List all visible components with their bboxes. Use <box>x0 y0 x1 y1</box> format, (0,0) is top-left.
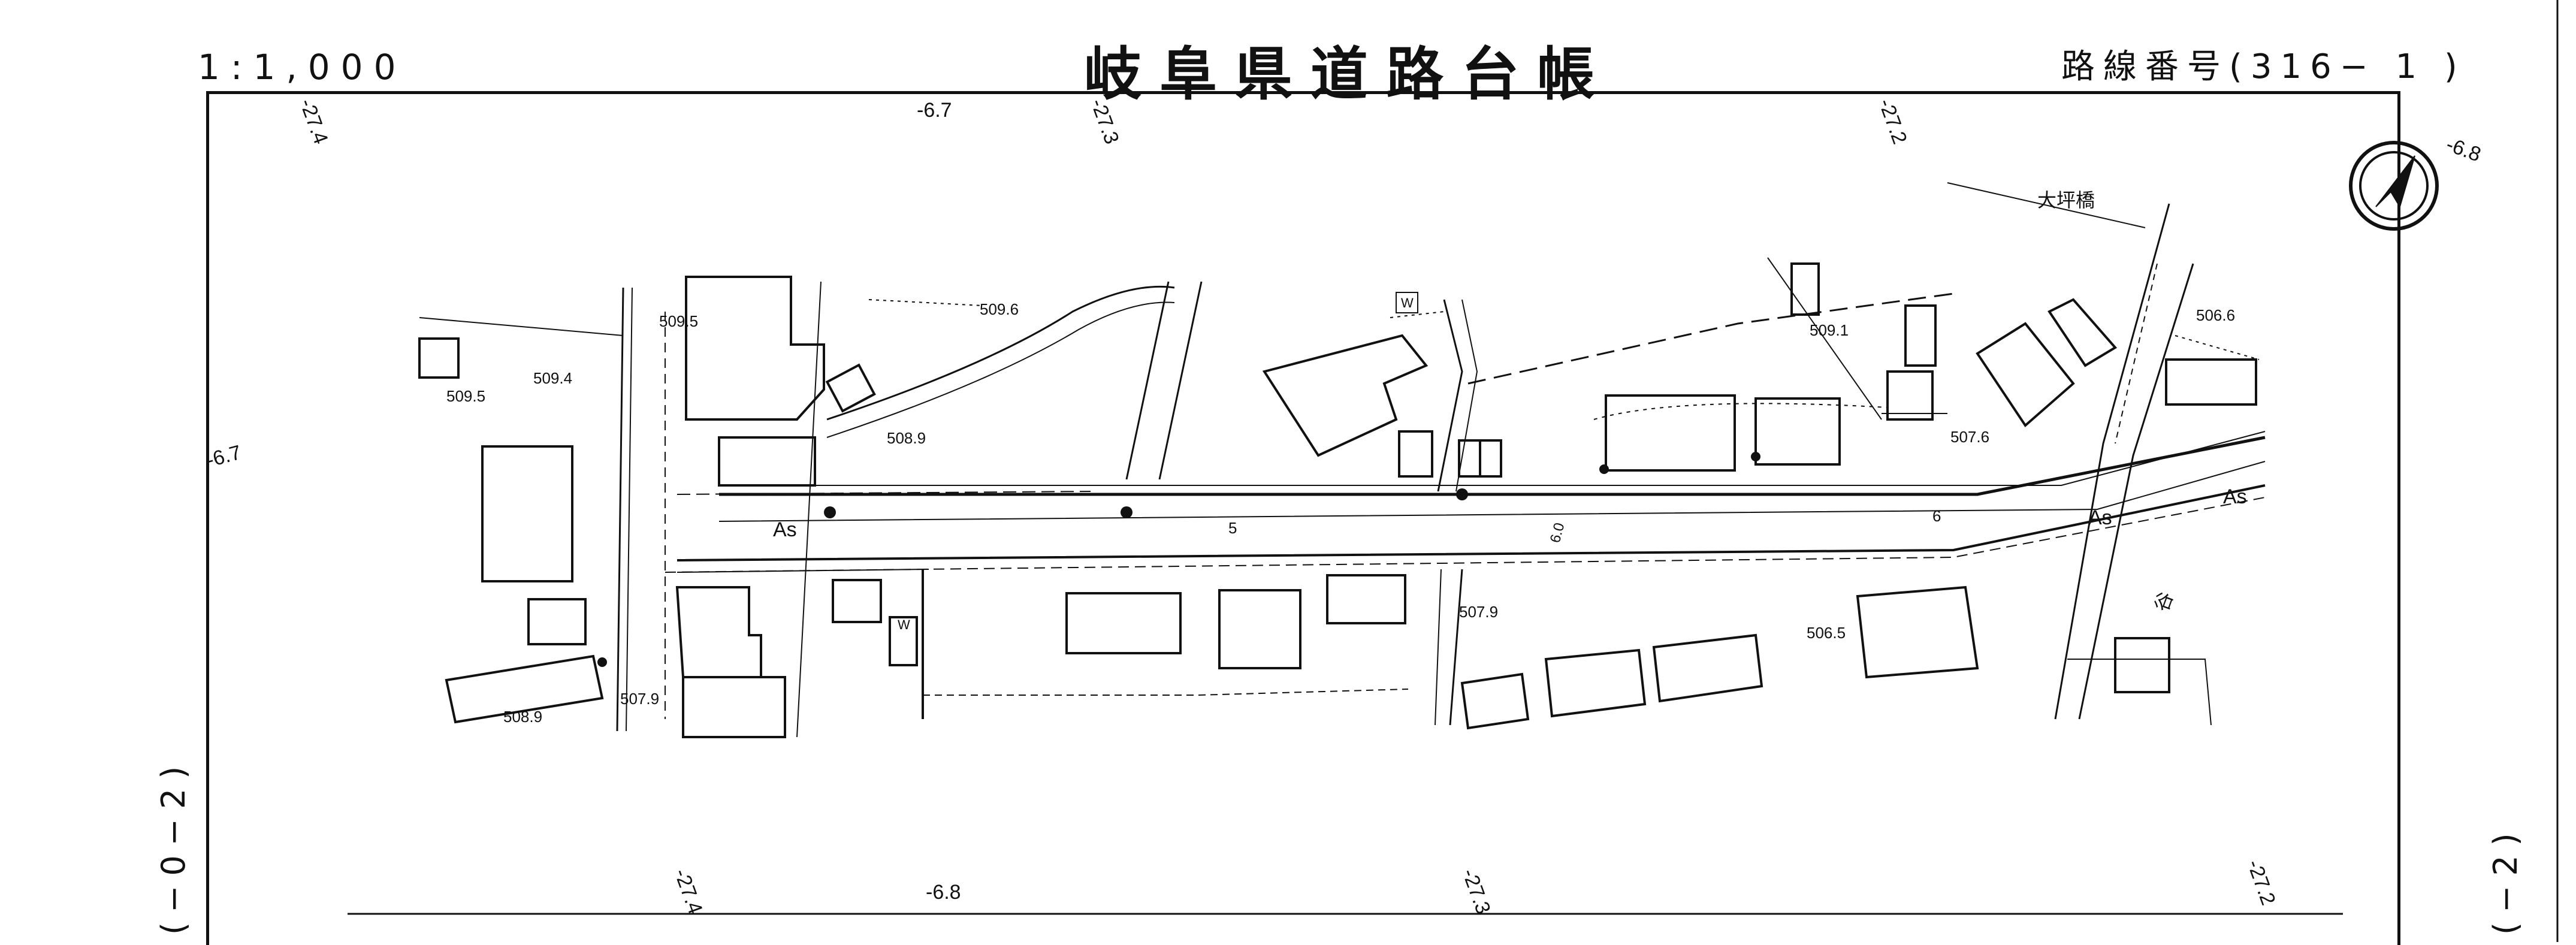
side-road-west-2 <box>626 287 633 732</box>
building <box>1904 304 1937 367</box>
building <box>481 445 573 582</box>
elevation-label: 508.9 <box>887 429 926 447</box>
elevation-label: 508.9 <box>503 708 542 726</box>
elevation-label: 507.6 <box>1950 428 1989 446</box>
road-edge-south <box>677 484 2266 561</box>
grid-label: -27.2 <box>2242 857 2279 908</box>
elevation-label: 509.5 <box>446 387 485 405</box>
grid-label: -27.3 <box>1086 96 1123 147</box>
elevation-label: 509.5 <box>659 312 698 330</box>
bridge-name: 大坪橋 <box>2037 189 2095 211</box>
building <box>2047 298 2118 367</box>
building-marks: W W <box>898 292 1418 632</box>
cross-road-2b <box>1455 299 1478 492</box>
road-edge-south-outer <box>665 497 2266 573</box>
river-edge-1 <box>2054 203 2170 720</box>
bridge-leader <box>1947 182 2146 228</box>
map-frame <box>206 91 2400 945</box>
cross-road-2 <box>1437 299 1463 492</box>
building <box>685 276 825 421</box>
grid-label: -27.2 <box>1874 96 1911 147</box>
building <box>1790 262 1820 316</box>
building <box>889 616 918 666</box>
curved-road-b <box>826 301 1175 438</box>
building <box>1326 574 1406 624</box>
grid-label: -6.7 <box>917 99 952 122</box>
building <box>1262 334 1429 457</box>
grid-label: -27.3 <box>1457 866 1494 917</box>
building <box>682 676 786 738</box>
cross-road-1b <box>1158 281 1203 480</box>
elevation-label: 506.6 <box>2196 306 2235 324</box>
cross-road-3 <box>1449 569 1463 726</box>
building <box>1605 394 1736 472</box>
elevation-label: 509.4 <box>533 369 572 387</box>
building <box>1652 633 1763 703</box>
elevation-label: 507.9 <box>1459 603 1498 621</box>
building <box>1460 672 1530 730</box>
page-title: 岐阜県道路台帳 <box>1084 41 1612 108</box>
utility-poles <box>597 452 1760 667</box>
building <box>1754 397 1841 466</box>
road-surface-label: As <box>2223 485 2247 508</box>
building <box>675 586 762 678</box>
road-width-label: 6 <box>1932 507 1941 525</box>
building <box>2114 637 2170 693</box>
elevation-label: 509.6 <box>980 300 1019 318</box>
river-edge-3 <box>2115 263 2158 444</box>
grid-label: -6.8 <box>926 881 961 904</box>
map-scale: 1:1,000 <box>198 47 407 87</box>
building <box>1886 370 1934 421</box>
building <box>527 598 587 645</box>
elevation-points: 509.5 509.6 509.4 509.5 508.9 509.1 506.… <box>446 300 2235 726</box>
grid-label: -6.8 <box>2443 133 2484 167</box>
side-road-west-1 <box>616 287 624 732</box>
road-width-label: 5 <box>1228 519 1237 537</box>
grid-label: -27.4 <box>295 96 332 147</box>
building <box>2165 358 2257 406</box>
elevation-label: 507.9 <box>620 690 659 708</box>
road-surface-label: As <box>773 518 797 541</box>
grid-label: -27.4 <box>669 866 706 917</box>
building-mark: W <box>898 617 910 632</box>
road-annotations: As As As 5 6 6.0 <box>773 485 2247 545</box>
building <box>1479 439 1502 478</box>
building <box>1398 430 1433 478</box>
building <box>1976 322 2075 428</box>
road-edge-north-outer <box>725 431 2266 486</box>
road-west <box>677 491 1091 495</box>
road-west-south <box>677 569 929 573</box>
cross-road-1 <box>1125 281 1170 480</box>
route-number: 路線番号(316− 1 ) <box>2061 47 2466 86</box>
building <box>418 337 460 379</box>
grid-labels: -27.4 -6.7 -27.3 -27.2 -6.8 -6.7 -27.4 -… <box>204 96 2484 917</box>
building-mark: W <box>1401 295 1414 310</box>
building <box>1856 585 1979 679</box>
road-surface-label: As <box>2088 506 2112 529</box>
building <box>825 363 876 413</box>
building <box>445 654 604 724</box>
building <box>832 579 882 623</box>
north-arrow-icon <box>2349 141 2439 231</box>
side-road-4 <box>796 281 822 738</box>
road-width-label: 6.0 <box>1547 521 1568 545</box>
curved-road <box>826 285 1175 421</box>
river-label: 谷 <box>2151 589 2178 614</box>
building <box>1218 589 1301 669</box>
building <box>718 436 816 487</box>
elevation-label: 509.1 <box>1810 321 1849 339</box>
river-edge-2 <box>2078 263 2194 720</box>
elevation-label: 506.5 <box>1807 624 1846 642</box>
building <box>1065 592 1182 654</box>
grid-label: -6.7 <box>204 441 243 472</box>
building <box>1544 648 1647 718</box>
road-centerline <box>718 461 2266 522</box>
cross-road-3b <box>1435 569 1442 726</box>
